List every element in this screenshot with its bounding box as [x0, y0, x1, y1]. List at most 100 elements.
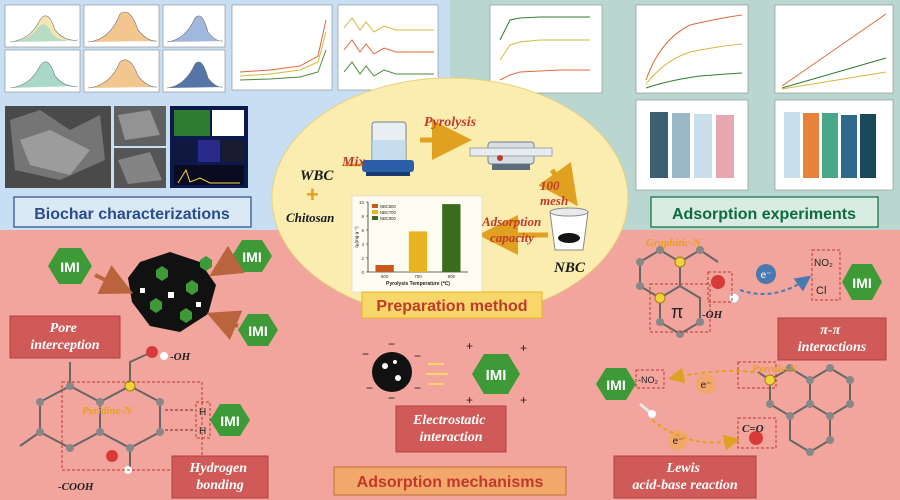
pyrrole-structure: [737, 361, 854, 456]
eds-mapping: [170, 106, 248, 188]
sem-images: [5, 106, 166, 188]
chart-y-tick-label-3: 6: [361, 228, 364, 233]
oh-label-left: -OH: [170, 351, 191, 363]
chart-x-axis-label: Pyrolysis Temperature (℃): [386, 280, 450, 287]
beaker-on-stirrer: [362, 121, 414, 176]
imi-badge-lewis: IMI -NO₂: [596, 368, 665, 418]
adsorption-mechanisms-label: Adsorption mechanisms: [357, 474, 544, 491]
imi-label-pore-left: IMI: [60, 259, 79, 275]
chitosan-label: Chitosan: [286, 210, 334, 225]
pi-symbol: π: [671, 302, 683, 322]
chart-legend-swatch-1: [372, 210, 378, 214]
pi-pi-interactions-label: π-π interactions: [798, 323, 867, 355]
ion-bar-plot: [774, 99, 894, 191]
pore-interception-line-1: Pore: [50, 321, 77, 336]
imi-badge-pore-left: IMI: [48, 248, 92, 284]
chart-y-tick-label-1: 2: [361, 256, 364, 261]
chart-legend-label-0: NBC500: [380, 204, 396, 209]
chart-x-tick-label-2: 900: [448, 274, 456, 279]
imi-label-pi: IMI: [852, 275, 871, 291]
electrostatic-box: Electrostatic interaction: [395, 405, 507, 453]
pyridine-n-label: Pyridine-N: [82, 405, 133, 417]
no2-label: NO₂: [814, 258, 833, 269]
imi-adsorbed-hexagon-3: [150, 298, 162, 313]
lewis-arrow-upper: [668, 367, 755, 384]
h-label-1: H: [199, 407, 206, 418]
electron-transfer-arrow-blue: [739, 275, 812, 295]
imi-adsorbed-hexagon-1: [156, 266, 168, 281]
nitro-chloro-group: NO₂ Cl IMI: [811, 249, 882, 301]
pyrrole-n-label: Pyrrole-N: [752, 363, 798, 375]
h-bond-dashes: H H: [165, 401, 211, 439]
wbc-label: WBC: [300, 168, 334, 184]
adsorption-capacity-label: Adsorption capacity: [481, 214, 545, 245]
mesh-line-2: mesh: [540, 193, 568, 208]
co-label: C=O: [742, 423, 764, 435]
adsorption-mechanisms-box: Adsorption mechanisms: [333, 466, 567, 496]
cooh-label: -COOH: [58, 481, 94, 493]
chart-bar-700: [408, 231, 428, 272]
graphitic-structure: [636, 246, 740, 338]
imi-badge-hydrogen: IMI: [210, 404, 250, 436]
imi-badge-pore-right: IMI: [238, 314, 278, 346]
chart-bar-900: [442, 204, 461, 272]
lewis-box: Lewis acid-base reaction: [613, 455, 757, 499]
electrostatic-particle: − − − − − −: [362, 337, 421, 405]
pore-arrows: [94, 245, 245, 340]
svg-text:+: +: [520, 341, 527, 355]
hydroxyl-oxygen-atom: [146, 346, 158, 358]
lewis-line-2: acid-base reaction: [632, 478, 738, 493]
chart-legend-swatch-0: [372, 204, 378, 208]
h-label-2: H: [199, 426, 206, 437]
xrd-plot: [337, 4, 439, 91]
carboxyl-oxygen-atom: [106, 450, 118, 462]
graphitic-n-label: Graphitic-N: [646, 237, 702, 249]
lewis-line-1: Lewis: [666, 461, 701, 476]
pore-interception-box: Pore interception: [9, 315, 121, 359]
kinetics-plot: [489, 4, 603, 94]
electrostatic-interaction-label: Electrostatic interaction: [412, 413, 489, 445]
lewis-arrow-lower: [651, 419, 740, 451]
hydrogen-bonding-line-1: Hydrogen: [188, 461, 247, 476]
sieve-with-nbc: [549, 207, 589, 251]
imi-adsorbed-hexagon-4: [180, 308, 192, 323]
chart-x-tick-label-0: 500: [381, 274, 389, 279]
oh-label-right: -OH: [702, 309, 723, 321]
chart-bar-500: [375, 265, 394, 272]
imi-label-pore-right: IMI: [248, 323, 267, 339]
adsorption-experiments-box: Adsorption experiments: [650, 196, 879, 228]
cl-label: Cl: [816, 285, 826, 297]
svg-text:−: −: [414, 349, 421, 363]
chart-y-tick-label-4: 8: [361, 214, 364, 219]
adsorption-experiments-label: Adsorption experiments: [672, 206, 856, 223]
pi-pi-line-2: interactions: [798, 340, 867, 355]
hydrogen-bonding-structure: [19, 346, 203, 474]
mix-label: Mix: [341, 155, 365, 170]
electron-label-blue: e⁻: [761, 270, 772, 281]
nbc-label: NBC: [553, 260, 586, 276]
chart-x-tick-label-1: 700: [414, 274, 422, 279]
adsorption-capacity-line-1: Adsorption: [481, 214, 541, 229]
pi-pi-box: π-π interactions: [777, 317, 887, 361]
electrostatic-line-1: Electrostatic: [412, 413, 486, 428]
pore-interception-line-2: interception: [30, 338, 99, 353]
svg-text:−: −: [366, 381, 373, 395]
isotherm-plot: [231, 4, 333, 91]
chart-legend-swatch-2: [372, 216, 378, 220]
chart-y-tick-label-0: 0: [361, 270, 364, 275]
electron-lewis-upper: e⁻: [696, 374, 716, 394]
lewis-acid-base-label: Lewis acid-base reaction: [632, 461, 738, 493]
plus-sign: +: [306, 182, 319, 207]
mesh-label: 100 mesh: [540, 178, 568, 208]
chart-legend-label-1: NBC700: [380, 210, 396, 215]
biochar-characterizations-label: Biochar characterizations: [34, 206, 230, 223]
electron-label-lewis-lower: e⁻: [673, 436, 684, 447]
svg-text:+: +: [466, 393, 473, 407]
mesh-line-1: 100: [540, 178, 560, 193]
imi-label-pore-top: IMI: [242, 249, 261, 265]
svg-text:+: +: [520, 393, 527, 407]
svg-text:−: −: [388, 337, 395, 351]
